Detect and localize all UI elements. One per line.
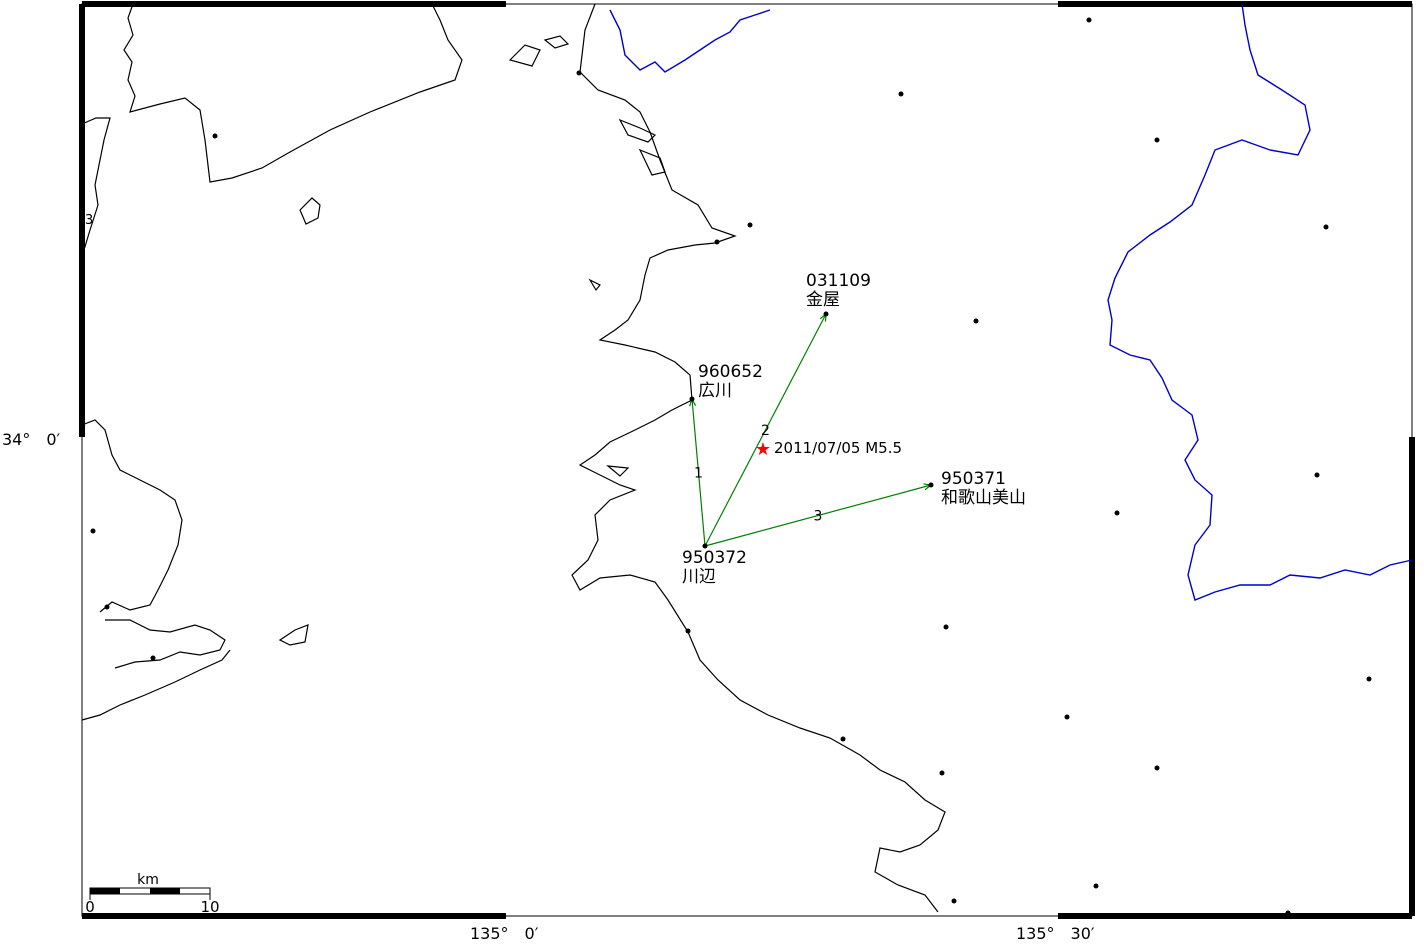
station-dot [685, 628, 691, 634]
station-marker [689, 396, 695, 402]
station-dot [840, 736, 846, 742]
station-dot [951, 898, 957, 904]
scale-min-label: 0 [85, 898, 95, 916]
baseline-number-label: 3 [814, 509, 823, 525]
epicenter-label: 2011/07/05 M5.5 [774, 439, 902, 457]
station-dot [939, 770, 945, 776]
station-dot [90, 528, 96, 534]
longitude-label-135-30: 135° 30′ [1016, 924, 1095, 943]
station-dot [1114, 510, 1120, 516]
station-dot [1093, 883, 1099, 889]
baseline-2: 2 [704, 312, 827, 547]
station-dot [714, 239, 720, 245]
station-marker [928, 482, 934, 488]
station-dot [1086, 17, 1092, 23]
station-id-label: 960652 [698, 362, 763, 382]
coastline [81, 3, 946, 913]
station-dot [150, 655, 156, 661]
latitude-label: 34° 0′ [2, 430, 61, 449]
station-dot [1323, 224, 1329, 230]
station-dot [747, 222, 753, 228]
station-dot [943, 624, 949, 630]
station-dot [212, 133, 218, 139]
prefecture-boundary [609, 3, 1413, 601]
baseline-number-label: 1 [694, 466, 703, 482]
station-id-label: 950371 [941, 469, 1006, 489]
station-id-label: 950372 [682, 548, 747, 568]
station-dot [1366, 676, 1372, 682]
baseline-vectors: 1 2 3 [689, 312, 933, 547]
baseline-1: 1 [689, 397, 706, 547]
station-id-label: 031109 [806, 271, 871, 291]
map-frame [79, 1, 1415, 919]
station-dot [104, 604, 110, 610]
station-dot [898, 91, 904, 97]
station-dot [1154, 137, 1160, 143]
baseline-number-label: 2 [761, 423, 770, 439]
scale-bar: km 0 10 [85, 872, 219, 916]
station-name-label: 和歌山美山 [941, 488, 1026, 508]
station-name-label: 金屋 [806, 290, 840, 310]
edge-contour-label: 3 [85, 213, 93, 228]
station-dot [576, 70, 582, 76]
station-dot [1154, 765, 1160, 771]
station-name-label: 広川 [698, 381, 732, 401]
station-marker [702, 543, 708, 549]
station-dot [1064, 714, 1070, 720]
station-dot [973, 318, 979, 324]
epicenter: ★ 2011/07/05 M5.5 [755, 439, 902, 460]
background-station-dots [90, 17, 1372, 916]
station-dot [1285, 910, 1291, 916]
station-name-label: 川辺 [682, 567, 716, 587]
longitude-label-135-0: 135° 0′ [470, 924, 539, 943]
station-dot [1314, 472, 1320, 478]
scale-unit-label: km [137, 872, 159, 888]
scale-max-label: 10 [200, 898, 219, 916]
baseline-3: 3 [704, 483, 933, 547]
station-marker [823, 311, 829, 317]
epicenter-star-icon: ★ [755, 439, 771, 460]
